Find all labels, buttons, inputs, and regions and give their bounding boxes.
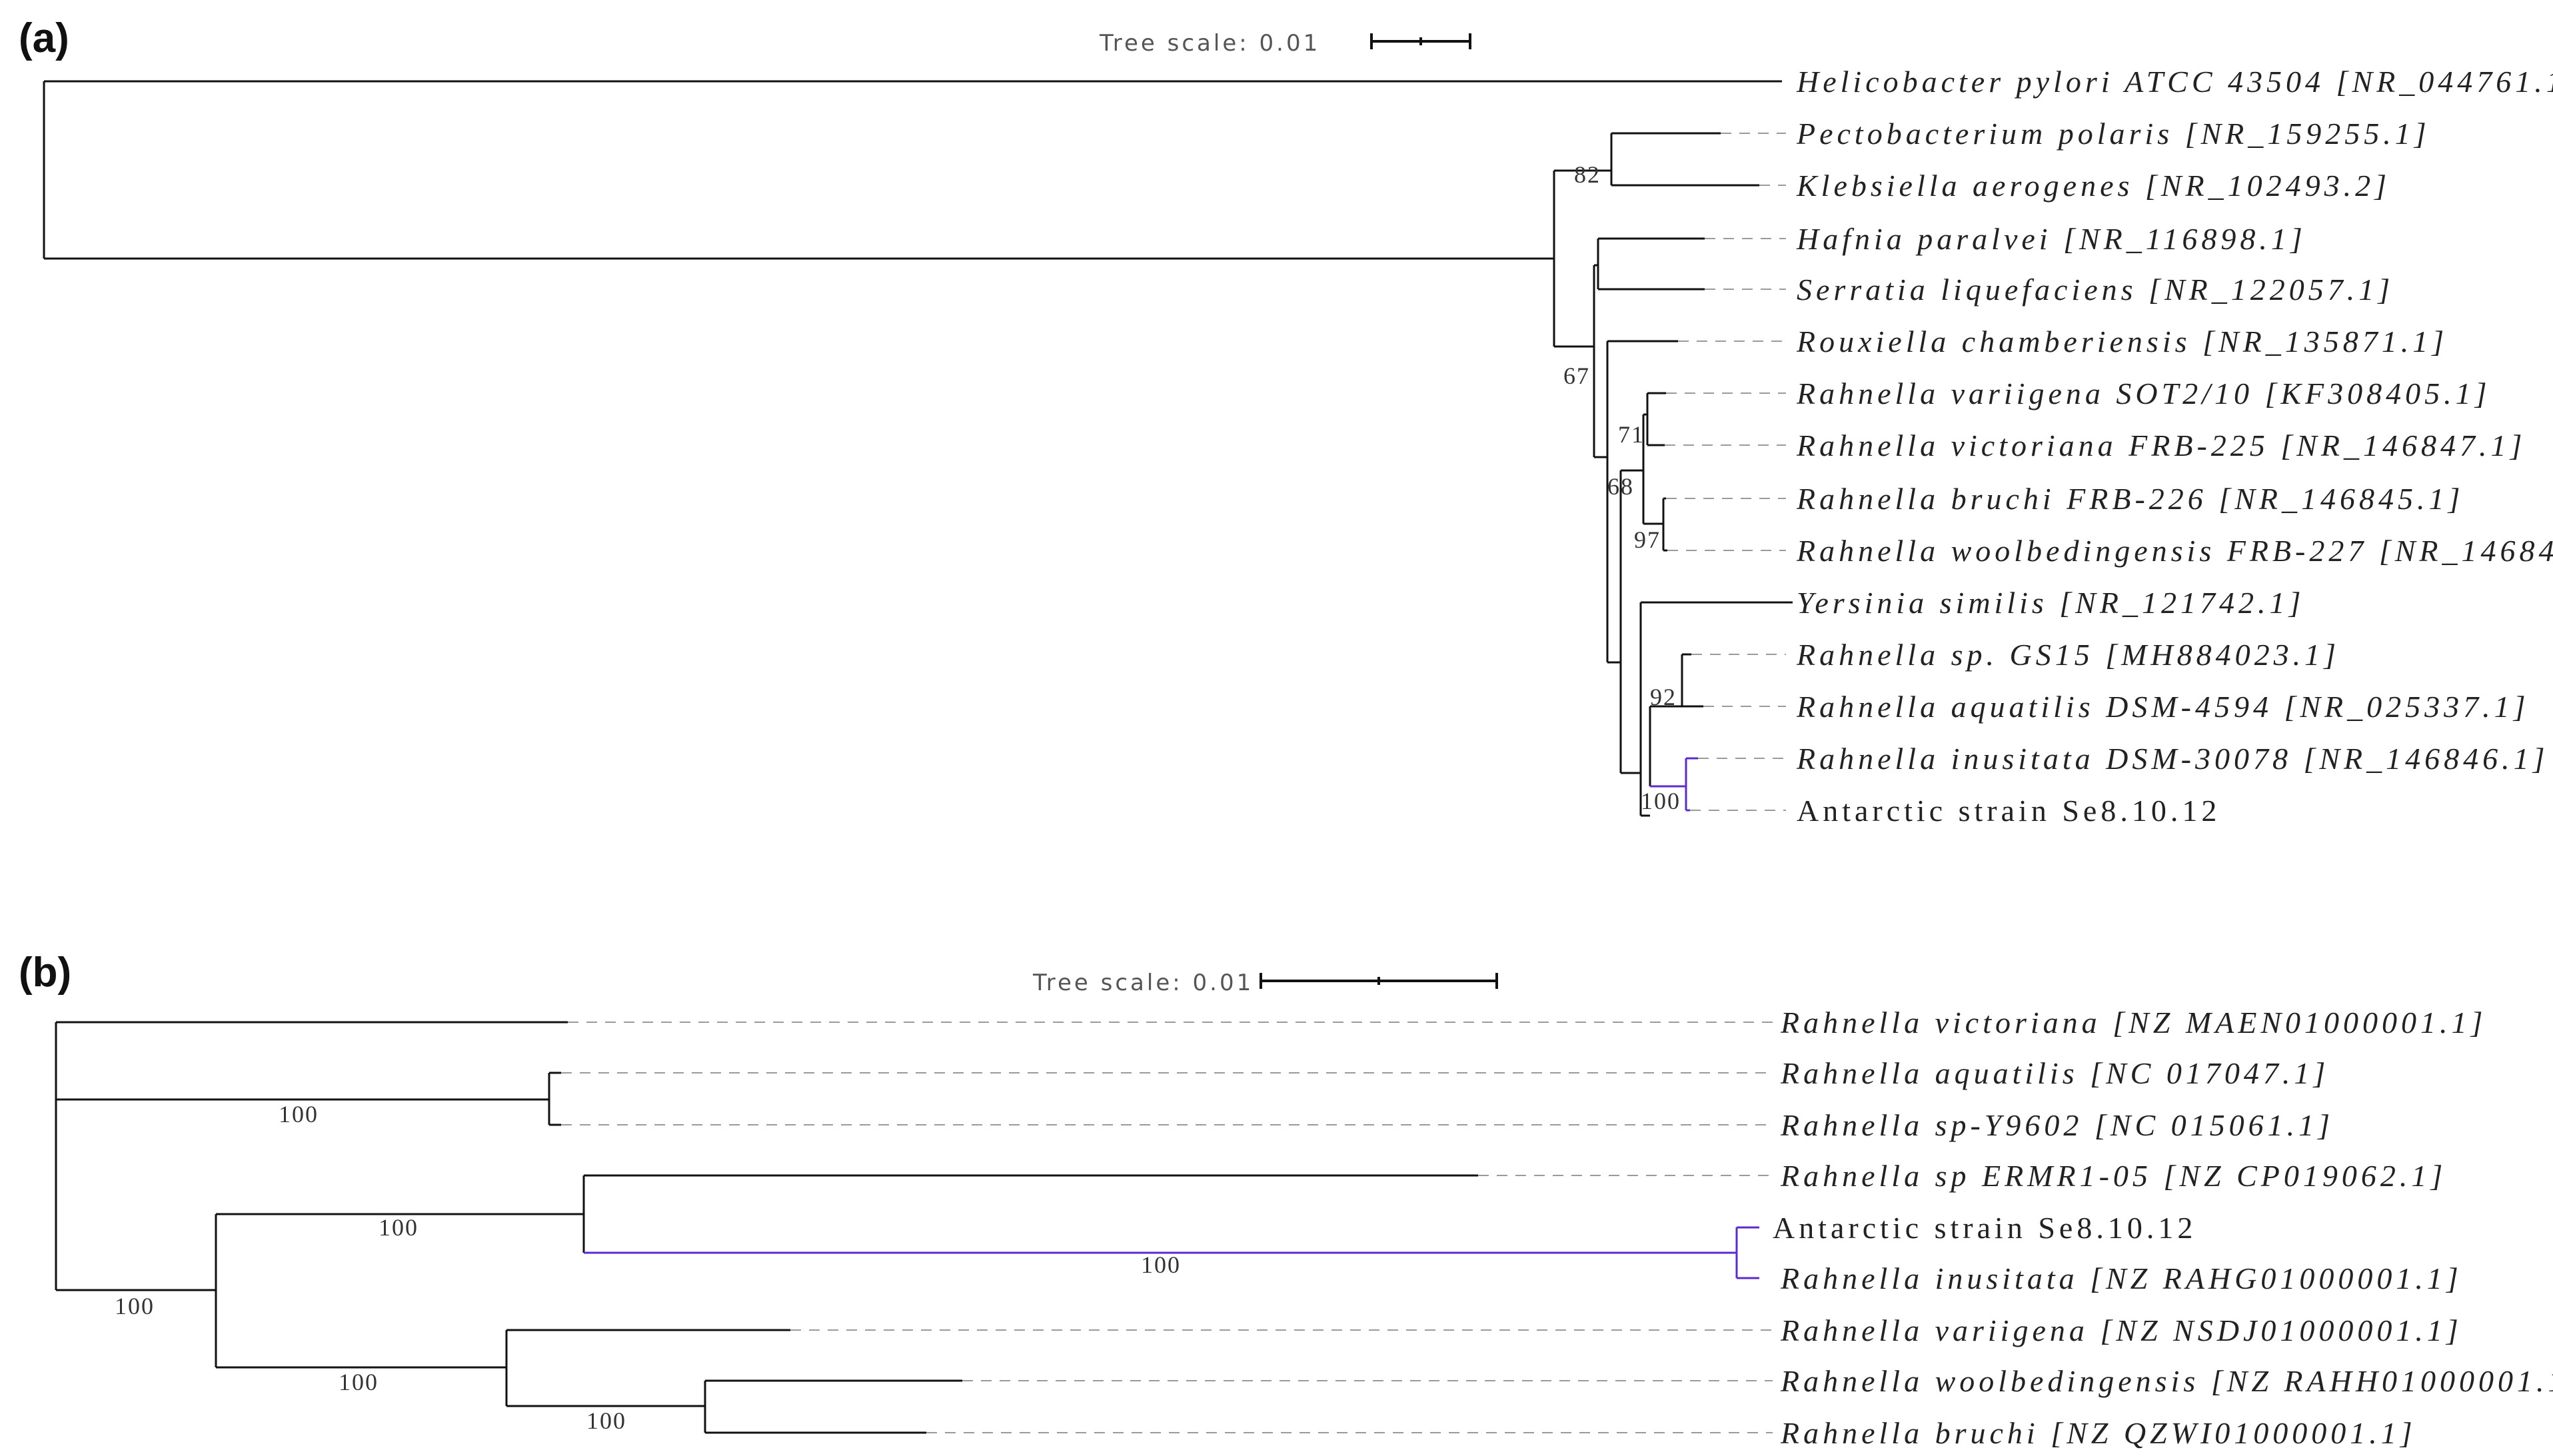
- leaf-label: Rahnella aquatilis [NC 017047.1]: [1780, 1056, 2329, 1090]
- leaf-label: Hafnia paralvei [NR_116898.1]: [1796, 222, 2306, 256]
- leaf-label: Rahnella variigena [NZ NSDJ01000001.1]: [1780, 1313, 2462, 1347]
- leaf-label: Rahnella victoriana FRB-225 [NR_146847.1…: [1796, 428, 2526, 462]
- leaf-label-antarctic-strain: Antarctic strain Se8.10.12: [1773, 1211, 2196, 1245]
- bootstrap-value: 97: [1634, 526, 1661, 553]
- leaf-label: Helicobacter pylori ATCC 43504 [NR_04476…: [1796, 65, 2553, 99]
- leaf-label: Yersinia similis [NR_121742.1]: [1797, 586, 2304, 620]
- panel-a-label: (a): [19, 15, 69, 61]
- leaf-label: Serratia liquefaciens [NR_122057.1]: [1797, 273, 2394, 307]
- panel-a: (a) Tree scale: 0.01: [19, 15, 2553, 828]
- panel-b-bootstrap-values: 100 100 100 100 100 100: [115, 1101, 1181, 1434]
- leaf-label: Rahnella variigena SOT2/10 [KF308405.1]: [1796, 376, 2491, 410]
- panel-b-leaf-labels: Rahnella victoriana [NZ MAEN01000001.1] …: [1773, 1006, 2553, 1450]
- bootstrap-value: 67: [1563, 363, 1590, 389]
- leaf-label-antarctic-strain: Antarctic strain Se8.10.12: [1797, 794, 2220, 828]
- leaf-label: Rouxiella chamberiensis [NR_135871.1]: [1796, 325, 2448, 359]
- leaf-label: Rahnella woolbedingensis [NZ RAHH0100000…: [1780, 1364, 2553, 1398]
- panel-b-label: (b): [19, 950, 71, 996]
- panel-b-scale-bar: [1260, 973, 1498, 989]
- leaf-label: Rahnella bruchi [NZ QZWI01000001.1]: [1780, 1416, 2416, 1450]
- bootstrap-value: 100: [1141, 1251, 1181, 1278]
- leaf-label: Pectobacterium polaris [NR_159255.1]: [1796, 117, 2430, 151]
- bootstrap-value: 100: [379, 1214, 419, 1241]
- panel-a-guides: [1665, 133, 1786, 811]
- leaf-label: Rahnella inusitata DSM-30078 [NR_146846.…: [1796, 742, 2549, 776]
- bootstrap-value: 100: [1641, 788, 1681, 814]
- bootstrap-value: 100: [279, 1101, 319, 1127]
- panel-a-leaf-labels: Helicobacter pylori ATCC 43504 [NR_04476…: [1796, 65, 2553, 828]
- leaf-label: Rahnella bruchi FRB-226 [NR_146845.1]: [1796, 482, 2464, 516]
- bootstrap-value: 68: [1607, 473, 1634, 500]
- bootstrap-value: 71: [1618, 421, 1645, 448]
- panel-b: (b) Tree scale: 0.01: [19, 950, 2553, 1450]
- panel-a-scale-bar: [1370, 33, 1471, 49]
- bootstrap-value: 100: [115, 1293, 155, 1319]
- panel-a-bootstrap-values: 82 67 71 68 97 92 100: [1563, 161, 1681, 814]
- leaf-label: Rahnella inusitata [NZ RAHG01000001.1]: [1780, 1261, 2462, 1295]
- panel-b-branches: [55, 1021, 1759, 1434]
- leaf-label: Rahnella sp ERMR1-05 [NZ CP019062.1]: [1780, 1159, 2446, 1193]
- panel-b-scale-label: Tree scale: 0.01: [1032, 970, 1254, 996]
- leaf-label: Rahnella aquatilis DSM-4594 [NR_025337.1…: [1796, 690, 2530, 724]
- bootstrap-value: 100: [339, 1369, 379, 1395]
- leaf-label: Rahnella sp-Y9602 [NC 015061.1]: [1780, 1108, 2334, 1142]
- panel-a-branches: [43, 80, 1793, 817]
- panel-a-scale-label: Tree scale: 0.01: [1099, 30, 1320, 57]
- bootstrap-value: 82: [1574, 161, 1601, 188]
- panel-b-guides: [561, 1022, 1773, 1433]
- bootstrap-value: 92: [1650, 684, 1677, 710]
- leaf-label: Rahnella woolbedingensis FRB-227 [NR_146…: [1796, 534, 2553, 568]
- leaf-label: Rahnella sp. GS15 [MH884023.1]: [1796, 638, 2340, 672]
- leaf-label: Klebsiella aerogenes [NR_102493.2]: [1796, 169, 2390, 203]
- bootstrap-value: 100: [586, 1407, 626, 1434]
- leaf-label: Rahnella victoriana [NZ MAEN01000001.1]: [1780, 1006, 2486, 1040]
